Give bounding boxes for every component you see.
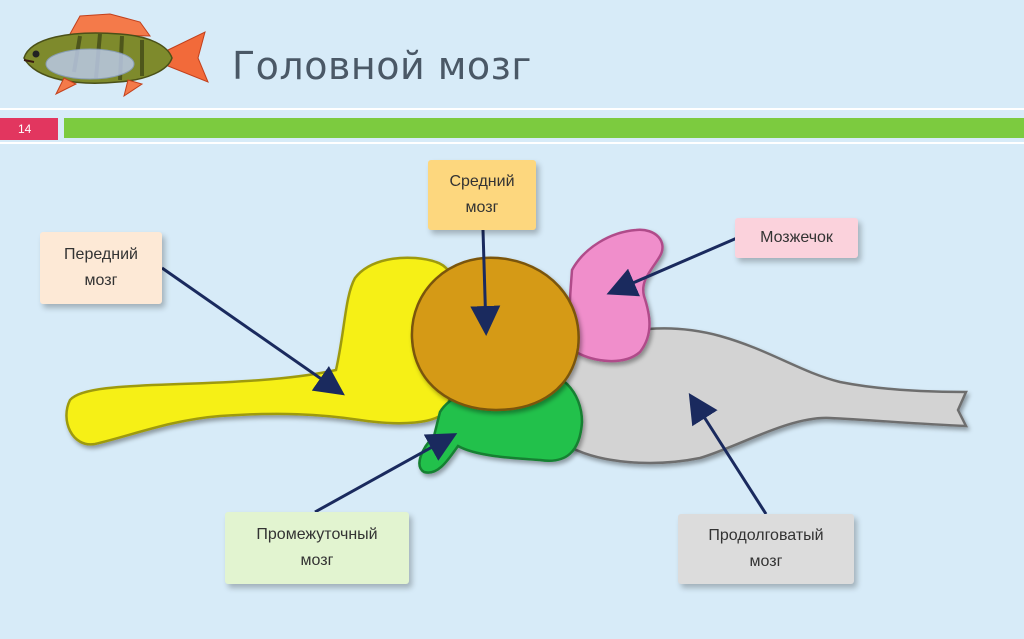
label-cerebellum: Мозжечок bbox=[735, 218, 858, 258]
slide-number: 14 bbox=[0, 118, 58, 140]
label-diencephalon: Промежуточный мозг bbox=[225, 512, 409, 584]
arrow-cerebellum bbox=[606, 236, 738, 297]
slide-title: Головной мозг bbox=[232, 44, 532, 88]
arrow-forebrain bbox=[161, 266, 345, 396]
divider bbox=[0, 108, 1024, 110]
arrow-medulla bbox=[688, 392, 768, 515]
arrow-diencephalon bbox=[314, 433, 458, 514]
midbrain-shape bbox=[410, 256, 580, 412]
perch-fish-icon bbox=[23, 13, 209, 98]
label-midbrain: Средний мозг bbox=[428, 160, 536, 230]
arrow-midbrain bbox=[470, 229, 501, 336]
divider bbox=[0, 142, 1024, 144]
label-medulla: Продолговатый мозг bbox=[678, 514, 854, 584]
accent-bar bbox=[64, 118, 1024, 138]
medulla-shape bbox=[558, 327, 969, 465]
label-forebrain: Передний мозг bbox=[40, 232, 162, 304]
